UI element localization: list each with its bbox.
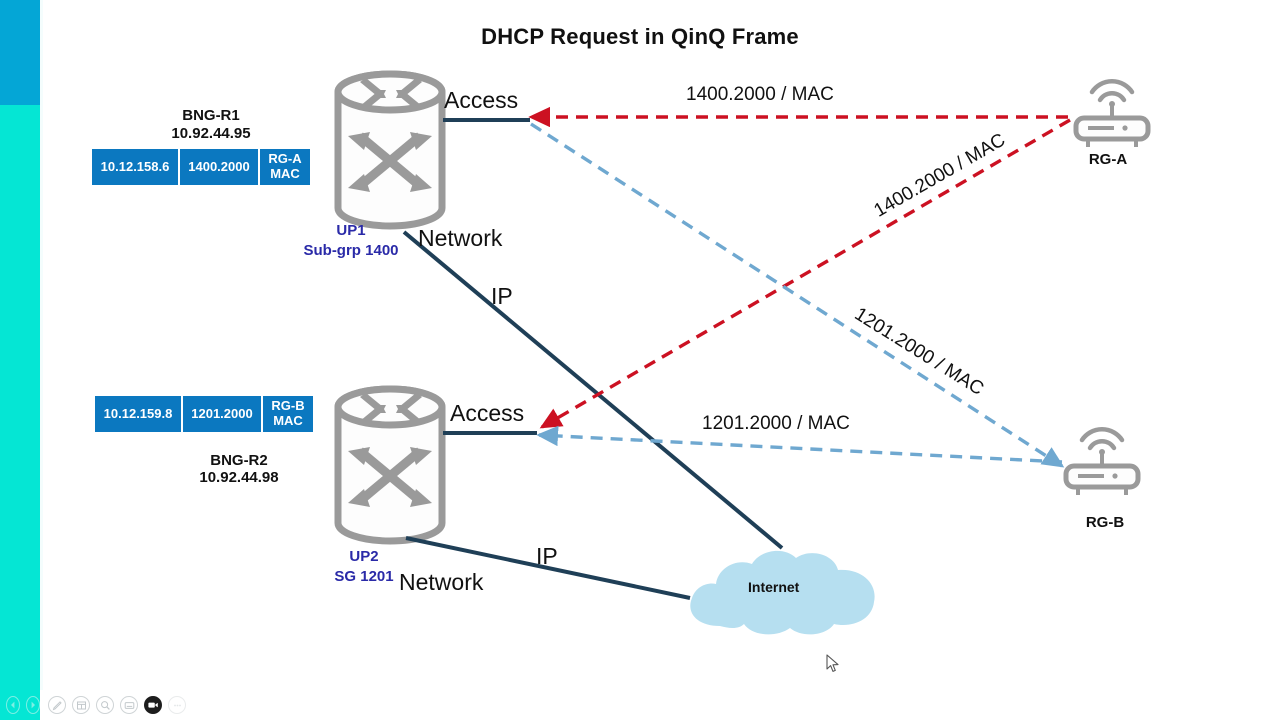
rail-edge-highlight bbox=[40, 0, 43, 690]
packet-r1-mac: RG-A MAC bbox=[259, 148, 311, 186]
device-label-bng-r1: BNG-R1 bbox=[182, 107, 240, 124]
packet-r2-ip: 10.12.159.8 bbox=[94, 395, 182, 433]
diagram-vector-layer bbox=[0, 0, 1280, 635]
page-title: DHCP Request in QinQ Frame bbox=[481, 24, 799, 49]
pen-icon bbox=[52, 700, 62, 710]
layout-grid-icon bbox=[76, 701, 86, 709]
rail-segment-blue bbox=[0, 0, 40, 105]
up2-label: UP2 bbox=[349, 548, 379, 565]
interface-label-ip-top: IP bbox=[491, 283, 513, 309]
device-label-bng-r2: BNG-R2 bbox=[210, 452, 268, 469]
magnifier-icon bbox=[100, 700, 110, 710]
rail-segment-cyan bbox=[0, 105, 40, 690]
next-slide-button[interactable] bbox=[26, 696, 40, 714]
prev-slide-button[interactable] bbox=[6, 696, 20, 714]
flow-label-rgb-up2: 1201.2000 / MAC bbox=[702, 413, 850, 434]
packet-r1: 10.12.158.6 1400.2000 RG-A MAC bbox=[91, 148, 311, 186]
pen-tool-button[interactable] bbox=[48, 696, 66, 714]
zoom-button[interactable] bbox=[96, 696, 114, 714]
up1-label: UP1 bbox=[336, 222, 366, 239]
interface-label-access-top: Access bbox=[444, 87, 519, 113]
interface-label-network-top: Network bbox=[418, 225, 503, 251]
device-label-rga: RG-A bbox=[1088, 151, 1128, 168]
mouse-cursor bbox=[826, 654, 839, 672]
bottom-toolbar bbox=[0, 690, 1280, 720]
more-button[interactable] bbox=[168, 696, 186, 714]
caption-box-icon bbox=[124, 701, 134, 709]
router-icon-up1 bbox=[338, 74, 442, 226]
chevron-left-icon bbox=[11, 701, 15, 709]
video-camera-icon bbox=[148, 702, 158, 708]
packet-r1-qinq: 1400.2000 bbox=[179, 148, 259, 186]
chevron-right-icon bbox=[31, 701, 35, 709]
link-network-up2-internet bbox=[405, 536, 691, 600]
packet-r2-mac: RG-B MAC bbox=[262, 395, 314, 433]
flow-line-up1-rgb bbox=[530, 122, 1065, 468]
cloud-label-internet: Internet bbox=[748, 579, 800, 595]
wireless-gateway-icon-rga bbox=[1076, 81, 1148, 147]
device-label-rgb: RG-B bbox=[1085, 514, 1125, 531]
interface-label-ip-bottom: IP bbox=[536, 543, 558, 569]
packet-r1-ip: 10.12.158.6 bbox=[91, 148, 179, 186]
device-ip-bng-r1: 10.92.44.95 bbox=[171, 125, 251, 142]
record-button[interactable] bbox=[144, 696, 162, 714]
packet-r2-qinq: 1201.2000 bbox=[182, 395, 262, 433]
up2-subgroup-label: SG 1201 bbox=[334, 568, 394, 585]
packet-r2: 10.12.159.8 1201.2000 RG-B MAC bbox=[94, 395, 314, 433]
link-network-up1-internet bbox=[402, 230, 784, 550]
device-ip-bng-r2: 10.92.44.98 bbox=[199, 469, 279, 486]
packet-r2-mac-line2: MAC bbox=[273, 413, 303, 428]
left-color-rail bbox=[0, 0, 40, 690]
wireless-gateway-icon-rgb bbox=[1066, 429, 1138, 495]
toolbar-rail-segment bbox=[0, 690, 40, 720]
router-icon-up2 bbox=[338, 389, 442, 541]
up1-subgroup-label: Sub-grp 1400 bbox=[303, 242, 399, 259]
packet-r1-mac-line1: RG-A bbox=[268, 151, 302, 167]
caption-button[interactable] bbox=[120, 696, 138, 714]
layout-button[interactable] bbox=[72, 696, 90, 714]
flow-line-rgb-up2 bbox=[536, 425, 1063, 464]
flow-label-rga-up1: 1400.2000 / MAC bbox=[686, 84, 834, 105]
flow-line-rga-up2 bbox=[539, 118, 1071, 429]
packet-r2-mac-line1: RG-B bbox=[271, 398, 305, 414]
packet-r1-mac-line2: MAC bbox=[270, 166, 300, 181]
ellipsis-icon bbox=[173, 704, 181, 706]
interface-label-access-bottom: Access bbox=[450, 400, 525, 426]
interface-label-network-bottom: Network bbox=[399, 569, 484, 595]
